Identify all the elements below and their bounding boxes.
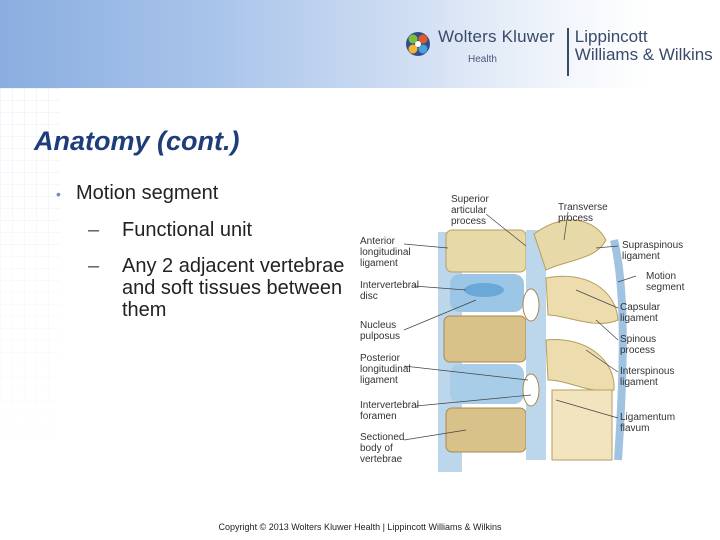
nucleus-pulposus-upper [464, 283, 504, 297]
brand-secondary-line2: Williams & Wilkins [574, 44, 713, 64]
dash-icon: – [88, 219, 100, 241]
decorative-grid [0, 88, 60, 508]
spine-motion-segment-figure: Anterior longitudinal ligament Intervert… [356, 190, 696, 475]
bullet-list: • Motion segment – Functional unit – Any… [56, 182, 356, 321]
brand-secondary-line1: Lippincott [574, 27, 648, 46]
label-intervertebral-foramen: Intervertebral foramen [360, 400, 419, 422]
intervertebral-disc-lower [450, 364, 524, 404]
wolters-kluwer-globe-logo-icon [406, 32, 430, 56]
header-band [0, 0, 720, 88]
intervertebral-foramen-upper [522, 288, 540, 322]
subbullet-text: Functional unit [122, 219, 253, 241]
supraspinous-ligament-shape [610, 239, 627, 461]
label-anterior-longitudinal-ligament: Anterior longitudinal ligament [360, 236, 411, 269]
dash-icon: – [88, 255, 100, 277]
lower-vertebra-posterior [551, 389, 613, 461]
spine-illustration [403, 211, 637, 472]
brand-text: Wolters Kluwer Health [438, 28, 555, 65]
label-nucleus-pulposus: Nucleus pulposus [360, 320, 401, 342]
vertebral-body-bottom [445, 407, 527, 453]
spinous-process-lower [545, 339, 615, 392]
brand-secondary: Lippincott Williams & Wilkins [575, 28, 713, 64]
label-intervertebral-disc: Intervertebral disc [360, 280, 419, 302]
label-interspinous-ligament: Interspinous ligament [620, 366, 675, 388]
label-ligamentum-flavum: Ligamentum flavum [620, 412, 676, 434]
label-motion-segment: Motion segment [646, 271, 685, 293]
leader-lines [403, 211, 637, 441]
brand-primary: Wolters Kluwer [438, 27, 555, 46]
subbullet-item: – Functional unit [88, 219, 356, 241]
intervertebral-foramen-lower [522, 373, 540, 407]
transverse-process-shape [533, 219, 607, 271]
subbullet-text: Any 2 adjacent vertebrae and soft tissue… [122, 255, 345, 321]
bullet-text: Motion segment [76, 182, 219, 204]
label-capsular-ligament: Capsular ligament [620, 302, 661, 324]
bullet-item: • Motion segment [56, 182, 356, 205]
label-superior-articular-process: Superior articular process [451, 194, 489, 227]
label-transverse-process: Transverse process [558, 202, 608, 224]
label-spinous-process: Spinous process [620, 334, 657, 356]
subbullet-item: – Any 2 adjacent vertebrae and soft tiss… [88, 255, 356, 321]
publisher-logo: Wolters Kluwer Health Lippincott William… [404, 28, 714, 80]
label-sectioned-body: Sectioned body of vertebrae [360, 432, 405, 465]
bullet-dot-icon: • [56, 186, 61, 202]
label-posterior-longitudinal-ligament: Posterior longitudinal ligament [360, 353, 411, 386]
slide-title: Anatomy (cont.) [34, 126, 240, 156]
spinous-process-upper [545, 275, 619, 324]
logo-divider [566, 28, 569, 76]
posterior-ligament-shape [526, 230, 546, 460]
label-supraspinous-ligament: Supraspinous ligament [622, 240, 684, 262]
copyright-footer: Copyright © 2013 Wolters Kluwer Health |… [218, 522, 502, 532]
brand-sub: Health [468, 54, 497, 65]
vertebral-body-middle [443, 315, 527, 363]
